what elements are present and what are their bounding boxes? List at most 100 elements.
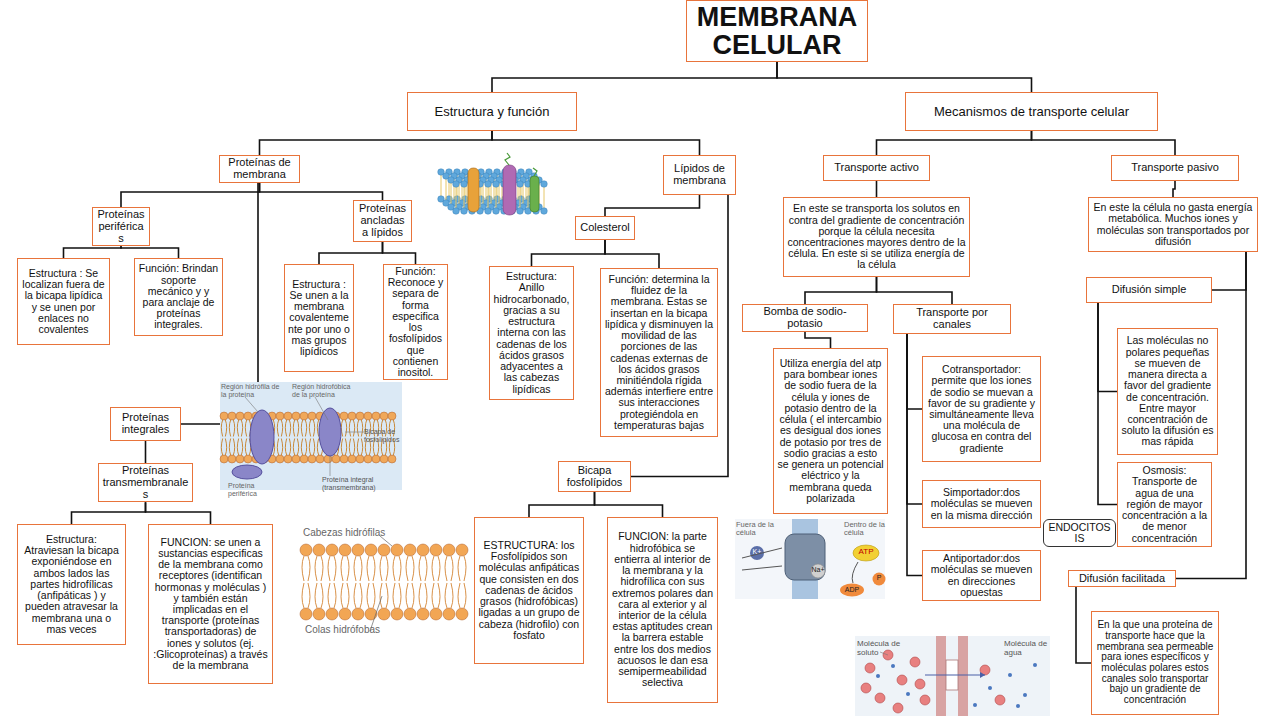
lipid-head	[378, 544, 390, 556]
lipid-head	[340, 455, 348, 463]
solute-molecule	[893, 703, 903, 713]
connector-line	[383, 242, 416, 264]
lipid-head	[276, 455, 284, 463]
lipid-tail	[419, 583, 421, 608]
lipid-tail	[464, 556, 466, 581]
node-text: ENDOCITOSIS	[1047, 522, 1112, 544]
water-molecule	[1016, 704, 1020, 708]
concept-box: Estructura: Anillo hidrocarbonado, graci…	[489, 266, 574, 400]
leader-line	[345, 432, 364, 433]
lipid-head	[417, 544, 429, 556]
lipid-tail	[361, 420, 362, 437]
node-text: Difusión facilitada	[1072, 573, 1172, 585]
lipid-tail	[380, 556, 382, 581]
connector-line	[1098, 303, 1117, 505]
lipid-head	[284, 412, 292, 420]
lipid-head	[372, 455, 380, 463]
lipid-tail	[345, 420, 346, 437]
lipid-tail	[293, 420, 294, 437]
lipid-tail	[305, 439, 306, 456]
lipid-tail	[464, 187, 465, 208]
lipid-head	[378, 608, 390, 620]
lipid-head	[541, 181, 548, 188]
lipid-head	[517, 208, 524, 215]
concept-box: Transporte por canales	[893, 304, 1011, 334]
lipid-head	[326, 544, 338, 556]
lipid-head	[541, 208, 548, 215]
lipid-tail	[225, 420, 226, 437]
protein-shape	[530, 176, 539, 212]
lipid-tail	[354, 583, 356, 608]
concept-box: Difusión facilitada	[1068, 570, 1176, 587]
lipid-tail	[432, 556, 434, 581]
leader-line	[245, 397, 258, 412]
lipid-head	[236, 455, 244, 463]
lipid-head	[332, 455, 340, 463]
lipid-head	[292, 455, 300, 463]
lipid-tail	[229, 439, 230, 456]
lipid-tail	[241, 439, 242, 456]
lipid-tail	[451, 583, 453, 608]
lipid-tail	[406, 556, 408, 581]
lipid-tail	[341, 420, 342, 437]
lipid-head	[391, 544, 403, 556]
lipid-head	[276, 412, 284, 420]
node-text: Proteínas periféricas	[96, 209, 146, 244]
concept-box: Las moléculas no polares pequeñas se mue…	[1117, 328, 1218, 455]
lipid-tail	[277, 420, 278, 437]
image-label: Colas hidrófobas	[305, 624, 415, 635]
lipid-head	[352, 544, 364, 556]
concept-box: Utiliza energía del atp para bombear ion…	[773, 348, 888, 514]
connector-line	[492, 62, 777, 92]
lipid-head	[340, 412, 348, 420]
concept-box: Osmosis: Transporte de agua de una regió…	[1117, 462, 1212, 547]
concept-box: Estructura: Atraviesan la bicapa exponié…	[17, 524, 126, 645]
lipid-tail	[277, 439, 278, 456]
concept-box: Proteínas de membrana	[219, 155, 300, 183]
lipid-tail	[367, 556, 369, 581]
lipid-tail	[496, 187, 497, 208]
connector-line	[907, 334, 922, 576]
lipid-tail	[480, 187, 481, 208]
connector-line	[595, 492, 663, 517]
lipid-tail	[281, 420, 282, 437]
lipid-head	[365, 544, 377, 556]
water-molecule	[1033, 663, 1037, 667]
flow-arrow	[980, 672, 985, 678]
lipid-head	[380, 455, 388, 463]
concept-box: Simportador:dos moléculas se mueven en l…	[922, 480, 1041, 528]
connector-line	[805, 277, 877, 304]
lipid-head	[356, 412, 364, 420]
lipid-tail	[412, 583, 414, 608]
lipid-tail	[349, 439, 350, 456]
protein-bilayer-illustration	[220, 382, 402, 490]
lipid-tail	[317, 420, 318, 437]
lipid-tail	[321, 583, 323, 608]
title-box: MEMBRANA CELULAR	[686, 0, 868, 62]
lipid-head	[313, 608, 325, 620]
lipid-tail	[393, 556, 395, 581]
pump-protein	[785, 534, 825, 580]
image-label: Dentro de la célula	[844, 521, 886, 538]
image-background	[220, 382, 402, 490]
node-text: Función: determina la fluidez de la memb…	[604, 274, 714, 431]
lipid-head	[461, 181, 468, 188]
node-text: Función: Brindan soporte mecánico y y pa…	[138, 263, 219, 330]
atp-symbol	[853, 545, 879, 561]
lipid-tail	[451, 556, 453, 581]
lipid-tail	[458, 583, 460, 608]
lipid-tail	[305, 420, 306, 437]
concept-box: Función: Brindan soporte mecánico y y pa…	[134, 258, 223, 336]
lipid-tail	[386, 556, 388, 581]
connector-line	[72, 502, 146, 524]
connector-line	[876, 181, 878, 197]
lipid-tail	[313, 420, 314, 437]
lipid-tail	[308, 556, 310, 581]
image-label: Fuera de la célula	[736, 521, 776, 538]
water-molecule	[876, 674, 880, 678]
leader-line	[330, 456, 331, 476]
lipid-head	[228, 412, 236, 420]
lipid-tail	[393, 583, 395, 608]
lipid-head	[339, 608, 351, 620]
connector-line	[1173, 181, 1175, 197]
